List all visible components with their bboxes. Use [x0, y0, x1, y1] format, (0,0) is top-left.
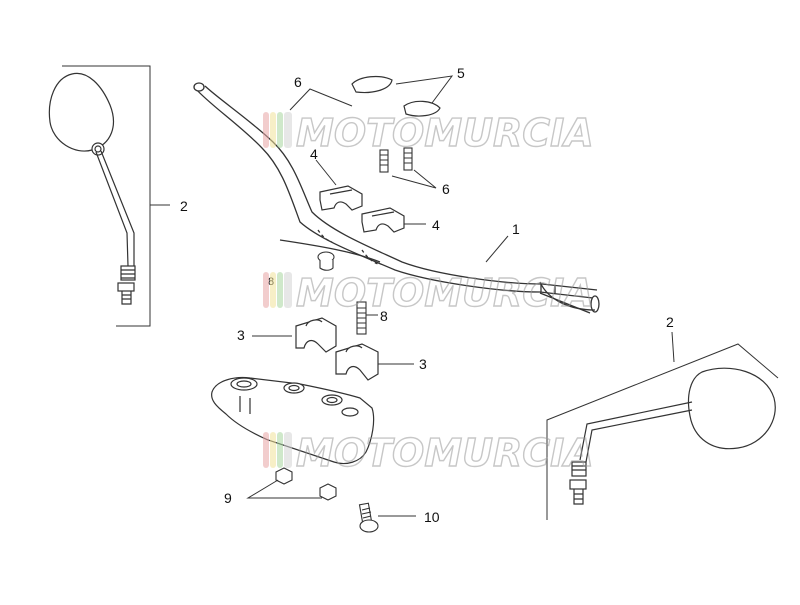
handlebar: [193, 82, 600, 314]
watermark-top-text: MOTOMURCIA: [296, 111, 594, 155]
callout-5: 5: [457, 65, 465, 81]
lower-clamps: [295, 317, 379, 381]
nuts: [275, 467, 337, 501]
upper-clamps: [319, 185, 405, 233]
callout-3-leaders: [252, 335, 414, 365]
callout-8: 8: [380, 308, 388, 324]
watermark-top: MOTOMURCIA: [263, 110, 594, 156]
cap-screws: [379, 147, 413, 173]
callout-6-leaders: [289, 88, 437, 189]
callout-9: 9: [224, 490, 232, 506]
watermark-bottom: MOTOMURCIA: [263, 430, 594, 476]
callout-10: 10: [424, 509, 440, 525]
watermark-middle-text: MOTOMURCIA: [296, 271, 594, 315]
watermark-bottom-text: MOTOMURCIA: [296, 431, 594, 475]
callout-9-leader: [246, 479, 322, 499]
callout-6-upper: 6: [294, 74, 302, 90]
watermark-middle: MOTOMURCIA: [263, 270, 594, 316]
callout-2-right: 2: [666, 314, 674, 330]
left-mirror-bracket: [62, 65, 170, 327]
callout-4-right: 4: [432, 217, 440, 233]
callout-6-lower: 6: [442, 181, 450, 197]
right-mirror-bracket: [546, 331, 779, 520]
bolt: [358, 502, 379, 533]
callout-5-leader: [395, 75, 454, 104]
left-mirror: [48, 72, 136, 305]
callout-2-left: 2: [180, 198, 188, 214]
callout-4-upper: 4: [310, 146, 318, 162]
callout-1: 1: [512, 221, 520, 237]
top-caps: [351, 75, 441, 117]
callout-4-leaders: [315, 159, 426, 225]
callout-3-lower: 3: [419, 356, 427, 372]
triple-clamp: [211, 376, 375, 465]
callout-1-leader: [485, 235, 509, 263]
right-mirror: [569, 367, 776, 505]
washer-and-bolt: [317, 251, 367, 335]
callout-3-upper: 3: [237, 327, 245, 343]
